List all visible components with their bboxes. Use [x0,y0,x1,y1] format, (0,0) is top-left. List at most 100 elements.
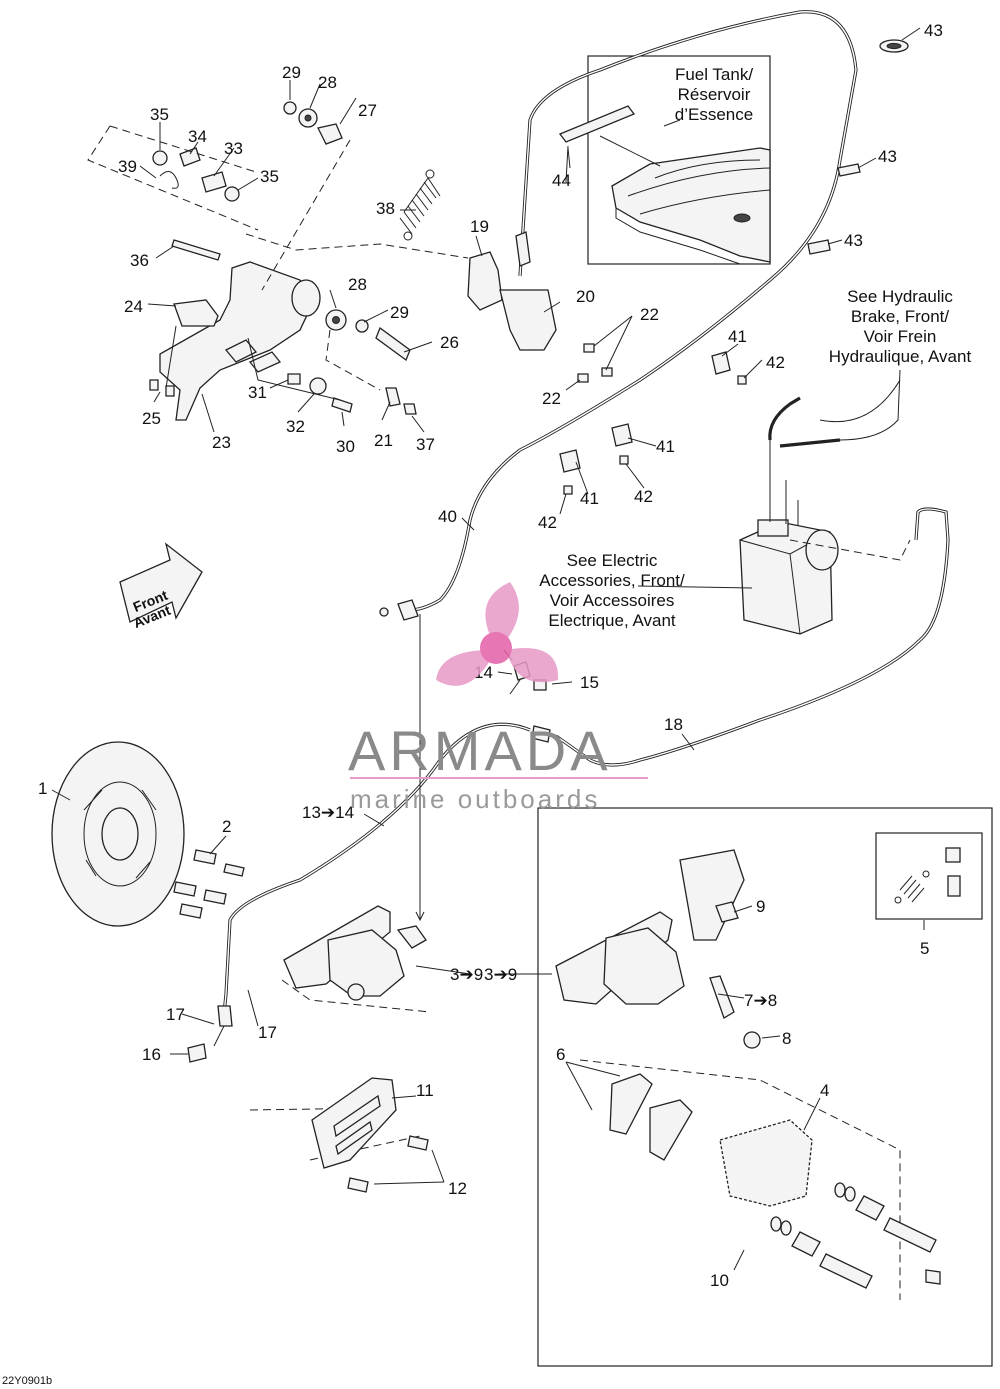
disc-bolts-2 [173,849,245,919]
leader-lines [51,27,925,1271]
banjo-bolt-16 [187,1043,207,1063]
callout-3-9-right: 3➔9 [484,965,517,984]
callout-17a: 17 [166,1005,185,1024]
callout-1: 1 [38,779,47,798]
callout-6: 6 [556,1045,565,1064]
hydraulic-note-line-4: Hydraulique, Avant [829,347,972,366]
callout-41b: 41 [656,437,675,456]
watermark-brand: ARMADA [348,719,612,782]
callout-29a: 29 [282,63,301,82]
caliper-exploded [555,849,761,1049]
cable-clip-43-low [807,239,831,255]
electric-note-line-2: Accessories, Front/ [539,571,685,590]
propeller-logo [436,582,559,686]
note-fuel-tank: Fuel Tank/ Réservoir d’Essence [675,65,754,124]
electric-note-line-4: Electrique, Avant [548,611,676,630]
electric-note-line-1: See Electric [567,551,658,570]
small-hardware [149,101,747,495]
cable-clip-43-top [879,39,909,53]
fuel-tank-note-line-2: Réservoir [678,85,751,104]
pins-10 [770,1182,941,1289]
callout-42b: 42 [634,487,653,506]
callout-22b: 22 [542,389,561,408]
callout-21: 21 [374,431,393,450]
callout-43a: 43 [924,21,943,40]
callout-42c: 42 [538,513,557,532]
callout-15: 15 [580,673,599,692]
fuel-tank-note-line-1: Fuel Tank/ [675,65,753,84]
watermark: ARMADA marine outboards [348,582,648,814]
caliper-exploded-box [537,807,993,1367]
callout-39: 39 [118,157,137,176]
callout-16: 16 [142,1045,161,1064]
caliper-kit-box [875,832,983,920]
brake-lever-bracket-19-20 [467,251,557,351]
watermark-tagline: marine outboards [350,784,600,814]
callout-23: 23 [212,433,231,452]
callout-3-9-left: 3➔9 [450,965,483,984]
callout-20: 20 [576,287,595,306]
callout-12: 12 [448,1179,467,1198]
callout-18: 18 [664,715,683,734]
callout-26: 26 [440,333,459,352]
fuel-tank-illustration [611,147,771,265]
callout-8: 8 [782,1029,791,1048]
hydraulic-note-line-3: Voir Frein [864,327,937,346]
callout-5: 5 [920,939,929,958]
callout-34: 34 [188,127,207,146]
callout-7-8: 7➔8 [744,991,777,1010]
callout-40: 40 [438,507,457,526]
callout-2: 2 [222,817,231,836]
callout-27: 27 [358,101,377,120]
cable-clip-43-mid [837,163,861,177]
callout-41a: 41 [728,327,747,346]
electric-note-line-3: Voir Accessoires [550,591,675,610]
fuel-tank-strap-44 [558,105,636,183]
callout-29b: 29 [390,303,409,322]
callout-43c: 43 [844,231,863,250]
callout-25: 25 [142,409,161,428]
callout-31: 31 [248,383,267,402]
callout-36: 36 [130,251,149,270]
brake-pads-6 [609,1073,693,1161]
caliper-bracket-11 [311,1077,397,1169]
callout-35a: 35 [150,105,169,124]
callout-9: 9 [756,897,765,916]
callout-28a: 28 [318,73,337,92]
callout-22a: 22 [640,305,659,324]
callout-24: 24 [124,297,143,316]
fuel-tank-note-line-3: d’Essence [675,105,753,124]
callout-32: 32 [286,417,305,436]
callout-44: 44 [552,171,571,190]
callout-4: 4 [820,1081,829,1100]
callout-28b: 28 [348,275,367,294]
spring-38 [399,169,441,241]
callout-10: 10 [710,1271,729,1290]
callout-11: 11 [416,1081,434,1100]
callout-35b: 35 [260,167,279,186]
callout-13-14: 13➔14 [302,803,354,822]
callout-30: 30 [336,437,355,456]
caliper-assembly [283,905,427,1001]
drawing-code: 22Y0901b [2,1375,52,1387]
brake-disc-1 [51,741,185,927]
callout-17b: 17 [258,1023,277,1042]
brake-pedal-assembly [159,261,321,421]
note-electric-accessories: See Electric Accessories, Front/ Voir Ac… [539,551,685,630]
caliper-kit-5 [894,847,961,904]
callout-19: 19 [470,217,489,236]
caliper-body-4 [719,1119,813,1207]
callout-38: 38 [376,199,395,218]
bracket-bolt-12a [407,1135,429,1151]
callout-numbers: 1 2 3➔9 4 5 6 7➔8 8 9 10 11 12 13➔14 14 … [38,21,943,1290]
callout-42a: 42 [766,353,785,372]
callout-41c: 41 [580,489,599,508]
callout-33: 33 [224,139,243,158]
bracket-bolt-12b [347,1177,369,1193]
callout-43b: 43 [878,147,897,166]
hydraulic-note-line-2: Brake, Front/ [851,307,950,326]
abs-hydraulic-unit [739,440,839,635]
note-hydraulic-brake: See Hydraulic Brake, Front/ Voir Frein H… [829,287,972,366]
front-direction-arrow: Front Avant [119,542,203,631]
